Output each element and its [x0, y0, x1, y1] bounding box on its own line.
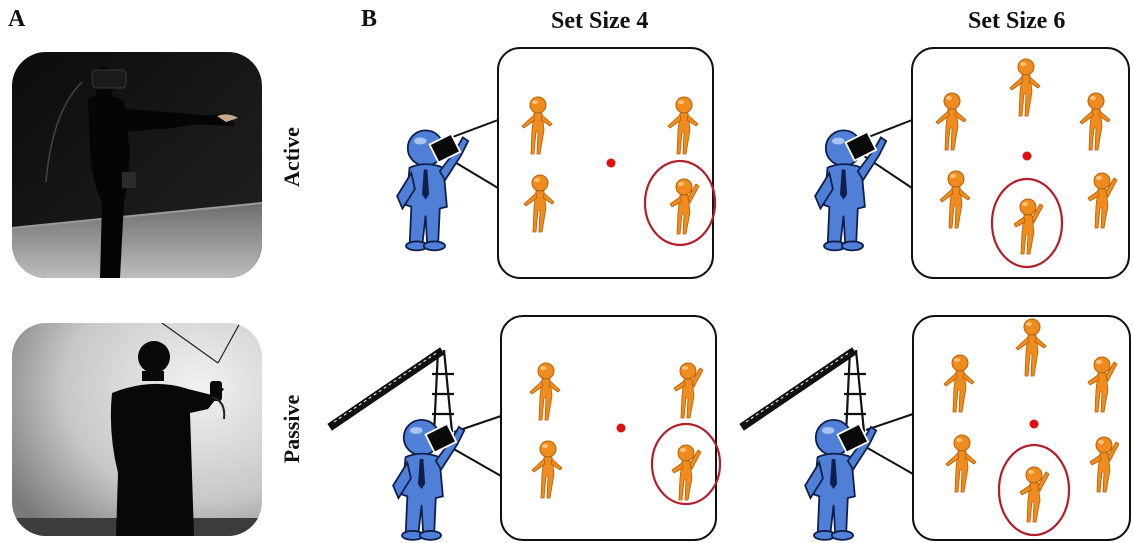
robotic-arm-icon [739, 347, 857, 431]
bubble-pointer-top [865, 413, 914, 431]
view-bubble [500, 315, 717, 541]
column-title-set-size-6: Set Size 6 [968, 8, 1066, 34]
row-label-active: Active [279, 127, 304, 187]
target-circle [997, 443, 1071, 537]
view-bubble [912, 315, 1131, 541]
fixation-dot [1029, 419, 1039, 429]
photo-passive-image [12, 323, 262, 536]
panel-label-b: B [361, 6, 378, 32]
fixation-dot [616, 423, 626, 433]
photo-active-participant [12, 52, 262, 278]
bubble-pointer-bottom [451, 447, 502, 477]
photo-passive-participant [12, 323, 262, 536]
panel-label-a: A [8, 6, 26, 32]
robotic-arm-icon [327, 347, 445, 431]
bubble-pointer-top [865, 119, 913, 139]
target-circle [643, 159, 717, 247]
view-bubble [497, 47, 714, 279]
scene-active-set-size-4 [396, 47, 717, 279]
fixation-dot [1022, 151, 1032, 161]
view-bubble [911, 47, 1130, 279]
bubble-pointer-top [449, 119, 499, 139]
scene-active-set-size-6 [814, 47, 1130, 279]
target-circle [650, 422, 722, 506]
row-label-passive: Passive [279, 394, 304, 464]
column-title-set-size-4: Set Size 4 [551, 8, 649, 34]
bubble-pointer-bottom [863, 445, 914, 475]
photo-active-image [12, 52, 262, 278]
target-circle [990, 177, 1064, 269]
fixation-dot [606, 158, 616, 168]
scene-passive-set-size-6 [739, 315, 1131, 541]
scene-passive-set-size-4 [327, 315, 722, 541]
